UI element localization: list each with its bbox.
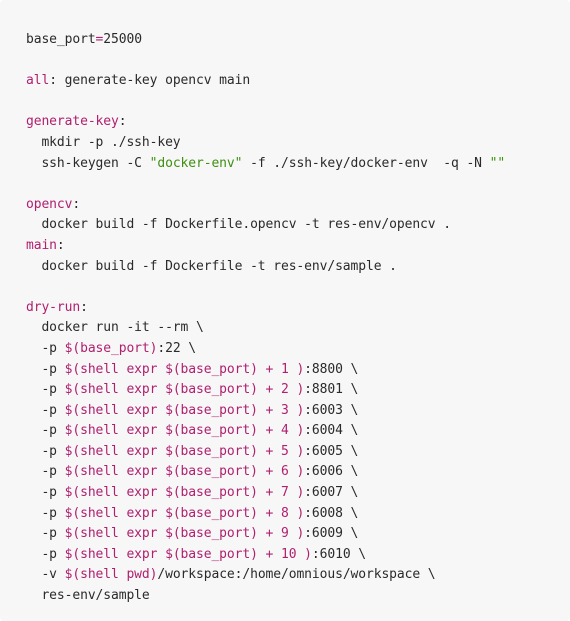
code-token: :	[118, 114, 127, 130]
code-line: -p $(shell expr $(base_port) + 4 ):6004 …	[26, 421, 570, 442]
code-token: docker build -f Dockerfile.opencv -t res…	[26, 217, 451, 233]
code-token: generate-key opencv main	[56, 73, 251, 89]
code-token: :6006 \	[304, 464, 359, 480]
code-token: /workspace:/home/omnious/workspace \	[157, 567, 436, 583]
code-token-string: ""	[489, 155, 506, 171]
code-token: :22 \	[157, 340, 197, 356]
code-token-keyword: generate-key	[26, 114, 119, 130]
code-token: 25000	[103, 32, 142, 47]
code-token: ssh-keygen -C	[26, 155, 150, 171]
code-token-keyword: $(shell expr $(base_port) + 8 )	[64, 505, 305, 521]
code-token: :6009 \	[304, 526, 359, 542]
code-token: :8801 \	[304, 382, 359, 398]
code-token: -p	[26, 526, 65, 542]
code-token: -f ./ssh-key/docker-env -q -N	[242, 155, 490, 171]
code-token: -p	[26, 443, 65, 459]
code-line: main:	[26, 236, 570, 257]
code-line: docker build -f Dockerfile.opencv -t res…	[26, 215, 570, 236]
code-line: generate-key:	[26, 112, 570, 133]
code-token: :8800 \	[304, 361, 359, 377]
code-token: docker build -f Dockerfile -t res-env/sa…	[26, 258, 397, 274]
code-line: res-env/sample	[26, 586, 570, 607]
code-line: -p $(shell expr $(base_port) + 3 ):6003 …	[26, 401, 570, 422]
code-line: mkdir -p ./ssh-key	[26, 133, 570, 154]
code-token: :	[72, 196, 81, 212]
code-token-keyword: $(shell expr $(base_port) + 4 )	[64, 423, 305, 439]
code-line: ​	[26, 51, 570, 72]
code-token: -p	[26, 505, 65, 521]
code-token-keyword: $(shell expr $(base_port) + 9 )	[64, 526, 305, 542]
code-token-keyword: $(shell expr $(base_port) + 10 )	[64, 546, 312, 562]
code-line: -p $(shell expr $(base_port) + 9 ):6009 …	[26, 524, 570, 545]
code-token: :	[49, 73, 57, 89]
code-line: -p $(base_port):22 \	[26, 339, 570, 360]
code-line: -p $(shell expr $(base_port) + 1 ):8800 …	[26, 360, 570, 381]
code-token-keyword: $(shell pwd)	[64, 567, 158, 583]
code-line: -p $(shell expr $(base_port) + 10 ):6010…	[26, 545, 570, 566]
code-token-keyword: $(shell expr $(base_port) + 1 )	[64, 361, 305, 377]
code-token-string: "docker-env"	[149, 155, 243, 171]
code-line: ssh-keygen -C "docker-env" -f ./ssh-key/…	[26, 154, 570, 175]
code-line: opencv:	[26, 195, 570, 216]
code-line: -p $(shell expr $(base_port) + 5 ):6005 …	[26, 442, 570, 463]
code-token: -p	[26, 361, 65, 377]
code-token: -p	[26, 485, 65, 501]
code-token-keyword: dry-run	[26, 299, 81, 315]
code-token: :6007 \	[304, 485, 359, 501]
code-token: :6010 \	[311, 546, 366, 562]
code-token: :6004 \	[304, 423, 359, 439]
code-token-keyword: main	[26, 237, 57, 253]
code-line: docker run -it --rm \	[26, 318, 570, 339]
code-token-keyword: $(shell expr $(base_port) + 5 )	[64, 443, 305, 459]
code-line: ​	[26, 92, 570, 113]
code-line: base_port=25000	[26, 30, 570, 51]
code-token: -p	[26, 382, 65, 398]
code-token: -p	[26, 402, 65, 418]
code-token-keyword: =	[95, 32, 104, 47]
code-line: -p $(shell expr $(base_port) + 2 ):8801 …	[26, 380, 570, 401]
code-token: :6003 \	[304, 402, 359, 418]
code-token: -v	[26, 567, 65, 583]
code-line: ​	[26, 174, 570, 195]
code-token-keyword: all	[26, 73, 50, 89]
code-token: docker run -it --rm \	[26, 320, 204, 336]
code-line: -p $(shell expr $(base_port) + 6 ):6006 …	[26, 462, 570, 483]
code-token: -p	[26, 423, 65, 439]
code-line: -p $(shell expr $(base_port) + 7 ):6007 …	[26, 483, 570, 504]
code-line: all: generate-key opencv main	[26, 71, 570, 92]
code-token: :	[80, 299, 88, 315]
code-token: :	[56, 237, 65, 253]
code-token: mkdir -p ./ssh-key	[26, 134, 181, 150]
code-token-keyword: $(shell expr $(base_port) + 6 )	[64, 464, 305, 480]
code-token: :6008 \	[304, 505, 359, 521]
code-token-keyword: opencv	[26, 196, 73, 212]
code-token-keyword: $(shell expr $(base_port) + 2 )	[64, 382, 305, 398]
code-line: ​	[26, 277, 570, 298]
code-token: base_port	[26, 32, 96, 47]
code-token: -p	[26, 546, 65, 562]
code-token-keyword: $(base_port)	[64, 340, 158, 356]
code-line: docker build -f Dockerfile -t res-env/sa…	[26, 257, 570, 278]
code-line: -p $(shell expr $(base_port) + 8 ):6008 …	[26, 504, 570, 525]
code-token-keyword: $(shell expr $(base_port) + 7 )	[64, 485, 305, 501]
code-line: dry-run:	[26, 298, 570, 319]
code-token-keyword: $(shell expr $(base_port) + 3 )	[64, 402, 305, 418]
code-token: res-env/sample	[26, 588, 150, 604]
code-token: -p	[26, 464, 65, 480]
code-token: :6005 \	[304, 443, 359, 459]
code-token: -p	[26, 340, 65, 356]
code-line: -v $(shell pwd)/workspace:/home/omnious/…	[26, 565, 570, 586]
